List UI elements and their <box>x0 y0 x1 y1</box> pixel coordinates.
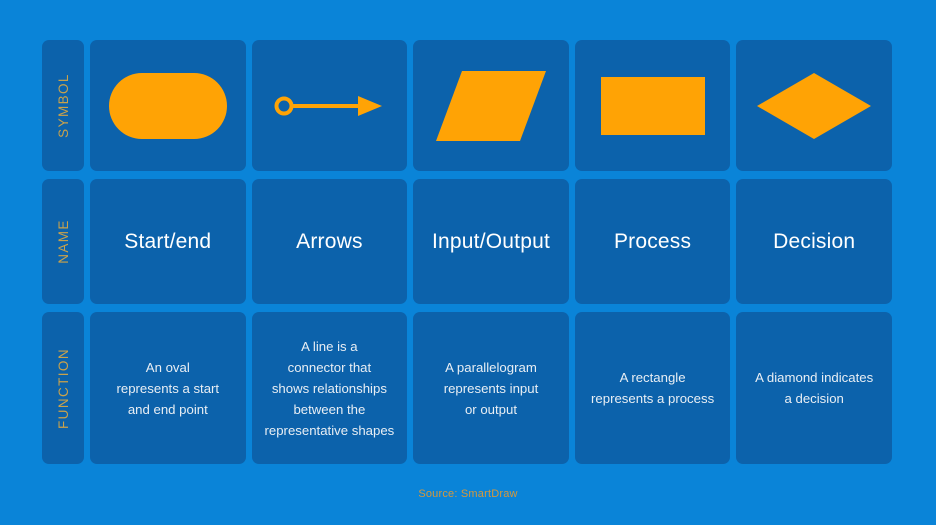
row-label-symbol: SYMBOL <box>42 40 84 171</box>
name-text-input-output: Input/Output <box>432 229 550 253</box>
symbol-cell-arrows[interactable] <box>251 40 408 171</box>
name-cell-process[interactable]: Process <box>574 179 731 304</box>
row-label-name-text: NAME <box>55 219 71 264</box>
symbol-cell-input-output[interactable] <box>413 40 569 171</box>
name-text-decision: Decision <box>773 229 856 253</box>
rectangle-shape-icon <box>600 76 705 135</box>
name-text-start-end: Start/end <box>124 229 212 253</box>
row-label-function: FUNCTION <box>42 312 84 464</box>
arrow-connector-shape-icon <box>274 93 384 119</box>
diamond-shape-icon <box>757 72 872 139</box>
name-text-process: Process <box>613 229 692 253</box>
symbol-cell-decision[interactable] <box>736 40 892 171</box>
name-cell-arrows[interactable]: Arrows <box>251 179 408 304</box>
parallelogram-shape-icon <box>435 70 546 141</box>
source-credit: Source: SmartDraw <box>418 488 518 500</box>
symbols-table: SYMBOL <box>42 40 892 464</box>
name-cell-start-end[interactable]: Start/end <box>90 179 246 304</box>
name-text-arrows: Arrows <box>296 229 363 253</box>
row-label-function-text: FUNCTION <box>55 347 71 429</box>
symbol-cell-start-end[interactable] <box>90 40 246 171</box>
row-label-name: NAME <box>42 179 84 304</box>
row-label-symbol-text: SYMBOL <box>55 73 71 138</box>
name-cell-decision[interactable]: Decision <box>736 179 892 304</box>
rounded-rectangle-shape-icon <box>108 72 227 139</box>
name-cell-input-output[interactable]: Input/Output <box>413 179 569 304</box>
symbol-cell-process[interactable] <box>574 40 731 171</box>
